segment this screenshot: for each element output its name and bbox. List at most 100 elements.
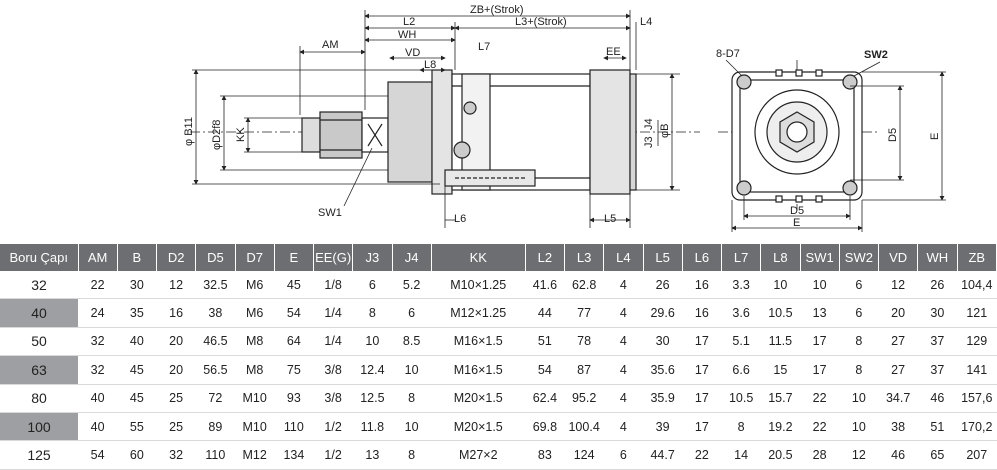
column-header: L5 bbox=[643, 244, 683, 271]
table-cell: 16 bbox=[156, 298, 196, 328]
table-cell: 25 bbox=[156, 384, 196, 413]
table-cell: M8 bbox=[235, 355, 275, 385]
table-cell: 19.2 bbox=[760, 412, 800, 442]
bore-size-cell: 63 bbox=[0, 355, 78, 385]
table-cell: 10.5 bbox=[760, 298, 800, 328]
table-cell: 37 bbox=[917, 327, 957, 357]
column-header: L2 bbox=[525, 244, 566, 271]
table-cell: 39 bbox=[643, 412, 683, 442]
table-cell: 15 bbox=[760, 355, 800, 385]
column-header: J4 bbox=[392, 244, 432, 271]
table-cell: 14 bbox=[721, 440, 761, 470]
table-cell: 28 bbox=[800, 440, 840, 470]
table-cell: 13 bbox=[800, 298, 840, 328]
table-cell: 10 bbox=[352, 327, 392, 357]
table-cell: 3.6 bbox=[721, 298, 761, 328]
table-cell: 35 bbox=[117, 298, 157, 328]
table-cell: M6 bbox=[235, 298, 275, 328]
table-cell: 95.2 bbox=[564, 384, 604, 413]
table-cell: 157,6 bbox=[957, 384, 997, 413]
table-cell: M27×2 bbox=[431, 440, 526, 470]
dim-l8: L8 bbox=[424, 59, 436, 71]
table-cell: 100.4 bbox=[564, 412, 604, 442]
dim-e-vertical: E bbox=[929, 133, 941, 140]
table-cell: 51 bbox=[525, 327, 565, 357]
dimension-labels: ZB+(Strok) L3+(Strok) L4 L2 WH AM VD L7 … bbox=[183, 4, 671, 225]
table-cell: 1/2 bbox=[313, 412, 353, 442]
table-cell: 124 bbox=[564, 440, 604, 470]
table-cell: 56.5 bbox=[195, 355, 235, 385]
table-cell: 44 bbox=[525, 298, 565, 328]
table-cell: 16 bbox=[682, 271, 722, 300]
table-cell: 16 bbox=[682, 298, 722, 328]
column-header: E bbox=[274, 244, 315, 271]
table-cell: 141 bbox=[957, 355, 997, 385]
dim-sw1: SW1 bbox=[318, 207, 342, 219]
table-cell: 32 bbox=[78, 327, 118, 357]
table-cell: 32.5 bbox=[195, 271, 235, 300]
table-cell: 6 bbox=[839, 298, 879, 328]
dim-am: AM bbox=[322, 39, 339, 51]
table-cell: 46 bbox=[878, 440, 918, 470]
table-cell: 5.1 bbox=[721, 327, 761, 357]
table-cell: 89 bbox=[195, 412, 235, 442]
dim-wh: WH bbox=[398, 29, 416, 41]
table-cell: 77 bbox=[564, 298, 604, 328]
table-cell: 46.5 bbox=[195, 327, 235, 357]
table-cell: 3/8 bbox=[313, 355, 353, 385]
table-cell: 24 bbox=[78, 298, 118, 328]
table-cell: 34.7 bbox=[878, 384, 918, 413]
table-cell: 26 bbox=[917, 271, 957, 300]
dim-ee: EE bbox=[606, 46, 621, 58]
table-cell: 45 bbox=[117, 355, 157, 385]
table-cell: 13 bbox=[352, 440, 392, 470]
table-cell: 12.4 bbox=[352, 355, 392, 385]
table-cell: 45 bbox=[274, 271, 314, 300]
bore-size-cell: 125 bbox=[0, 440, 78, 470]
column-header: L8 bbox=[760, 244, 801, 271]
table-cell: 5.2 bbox=[392, 271, 432, 300]
column-header: KK bbox=[431, 244, 526, 271]
table-cell: M20×1.5 bbox=[431, 384, 526, 413]
table-cell: 10 bbox=[839, 412, 879, 442]
table-cell: 1/2 bbox=[313, 440, 353, 470]
table-cell: 17 bbox=[682, 384, 722, 413]
table-cell: 10 bbox=[392, 355, 432, 385]
table-cell: 54 bbox=[525, 355, 565, 385]
bore-size-cell: 32 bbox=[0, 271, 78, 300]
table-cell: 72 bbox=[195, 384, 235, 413]
column-header: L4 bbox=[603, 244, 644, 271]
table-cell: 1/4 bbox=[313, 327, 353, 357]
table-cell: M10 bbox=[235, 384, 275, 413]
dim-d5-vertical: D5 bbox=[887, 128, 899, 142]
bore-size-cell: 40 bbox=[0, 298, 78, 328]
dim-zb: ZB+(Strok) bbox=[470, 4, 523, 16]
table-cell: 22 bbox=[78, 271, 118, 300]
table-cell: 22 bbox=[800, 412, 840, 442]
table-cell: 51 bbox=[917, 412, 957, 442]
table-cell: 17 bbox=[800, 355, 840, 385]
table-cell: 17 bbox=[682, 412, 722, 442]
dim-j3: J3 bbox=[643, 136, 655, 148]
table-cell: 17 bbox=[682, 327, 722, 357]
bore-size-cell: 80 bbox=[0, 384, 78, 413]
end-view-labels: 8-D7 SW2 D5 E D5 E bbox=[716, 48, 941, 229]
table-cell: 121 bbox=[957, 298, 997, 328]
table-cell: 129 bbox=[957, 327, 997, 357]
table-cell: 46 bbox=[917, 384, 957, 413]
table-cell: 30 bbox=[643, 327, 683, 357]
table-cell: 6.6 bbox=[721, 355, 761, 385]
table-cell: 17 bbox=[800, 327, 840, 357]
cylinder-side-view bbox=[190, 69, 700, 195]
table-cell: M12×1.25 bbox=[431, 298, 526, 328]
table-cell: 38 bbox=[195, 298, 235, 328]
column-header: L7 bbox=[721, 244, 762, 271]
table-cell: 65 bbox=[917, 440, 957, 470]
table-cell: 8 bbox=[352, 298, 392, 328]
